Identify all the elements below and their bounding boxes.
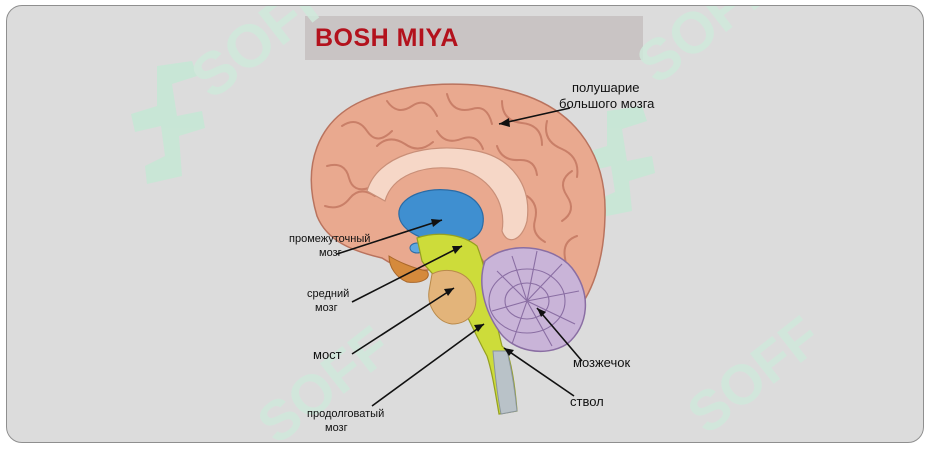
leader-line-diencephalon	[336, 219, 443, 255]
leader-arrows	[431, 118, 546, 356]
leader-line-medulla	[371, 323, 485, 407]
label-midbrain-line2: мозг	[315, 302, 338, 314]
diagram-frame: BOSH MIYA SOFF SOFF SOFF SOFF	[6, 5, 924, 443]
structure-labels: полушарие большого мозга промежуточный м…	[289, 80, 655, 434]
label-hemisphere-line1: полушарие	[572, 80, 639, 95]
page-title: BOSH MIYA	[315, 24, 459, 52]
label-medulla-line1: продолговатый	[307, 408, 384, 420]
label-diencephalon-line2: мозг	[319, 247, 342, 259]
watermark-text-bottom-right: SOFF	[676, 304, 832, 442]
leader-line-cerebellum	[536, 307, 583, 362]
leader-lines	[336, 107, 583, 407]
title-bar: BOSH MIYA	[305, 16, 643, 60]
leader-line-pons	[351, 287, 455, 355]
leader-line-hemisphere	[498, 107, 571, 125]
brain-diagram: SOFF SOFF SOFF SOFF	[131, 6, 832, 442]
brainstem	[416, 233, 518, 415]
watermark-text-right: SOFF	[625, 6, 787, 96]
label-midbrain-line1: средний	[307, 288, 349, 300]
diencephalon	[398, 189, 484, 254]
leader-line-brainstem	[503, 347, 575, 397]
label-pons: мост	[313, 347, 342, 362]
watermark-right: SOFF	[581, 6, 787, 218]
label-medulla-line2: мозг	[325, 422, 348, 434]
label-hemisphere-line2: большого мозга	[559, 96, 655, 111]
watermark-text-bottom: SOFF	[246, 314, 402, 442]
frontal-base	[388, 255, 429, 283]
label-brainstem: ствол	[570, 394, 604, 409]
label-cerebellum: мозжечок	[573, 355, 630, 370]
leader-line-midbrain	[351, 245, 463, 303]
watermark-text-left: SOFF	[179, 6, 346, 111]
label-diencephalon-line1: промежуточный	[289, 233, 370, 245]
